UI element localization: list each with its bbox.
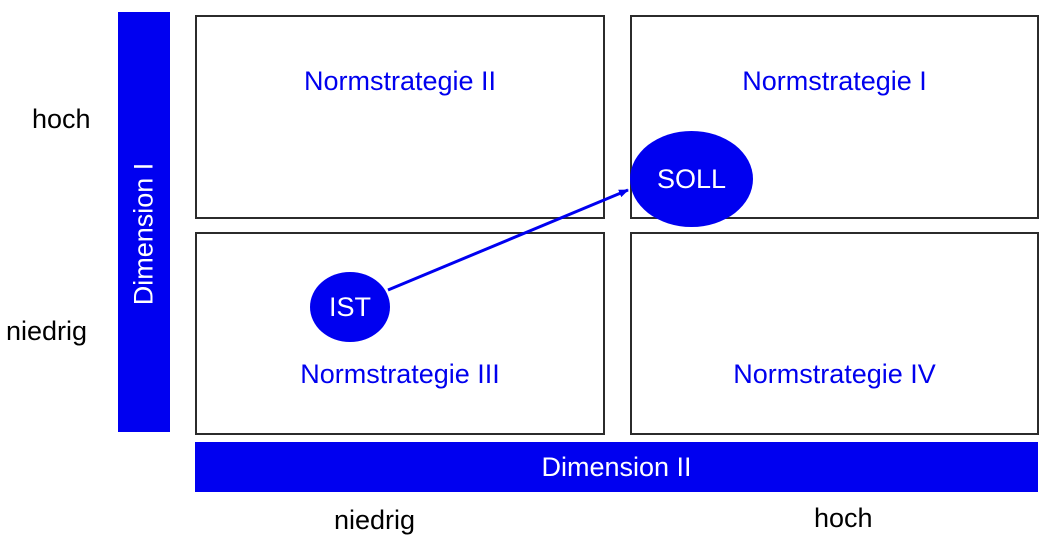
quadrant-top-right: Normstrategie I	[630, 15, 1039, 219]
quadrant-top-left: Normstrategie II	[195, 15, 605, 219]
y-axis-high-label: hoch	[32, 104, 91, 134]
quadrant-bottom-right: Normstrategie IV	[630, 232, 1039, 435]
current-position-bubble: IST	[310, 272, 390, 342]
x-axis-high-label: hoch	[814, 503, 873, 533]
x-axis-bar: Dimension II	[195, 442, 1038, 492]
target-position-bubble: SOLL	[630, 131, 753, 227]
quadrant-top-right-label: Normstrategie I	[742, 66, 927, 96]
y-axis-low-label: niedrig	[6, 316, 88, 346]
quadrant-bottom-left-label: Normstrategie III	[300, 359, 500, 389]
x-axis-low-label: niedrig	[334, 505, 416, 535]
quadrant-bottom-left: Normstrategie III	[195, 232, 605, 435]
quadrant-top-left-label: Normstrategie II	[303, 66, 497, 96]
quadrant-bottom-right-label: Normstrategie IV	[733, 359, 936, 389]
y-axis-bar: Dimension I	[118, 12, 170, 432]
x-axis-title: Dimension II	[541, 451, 692, 482]
